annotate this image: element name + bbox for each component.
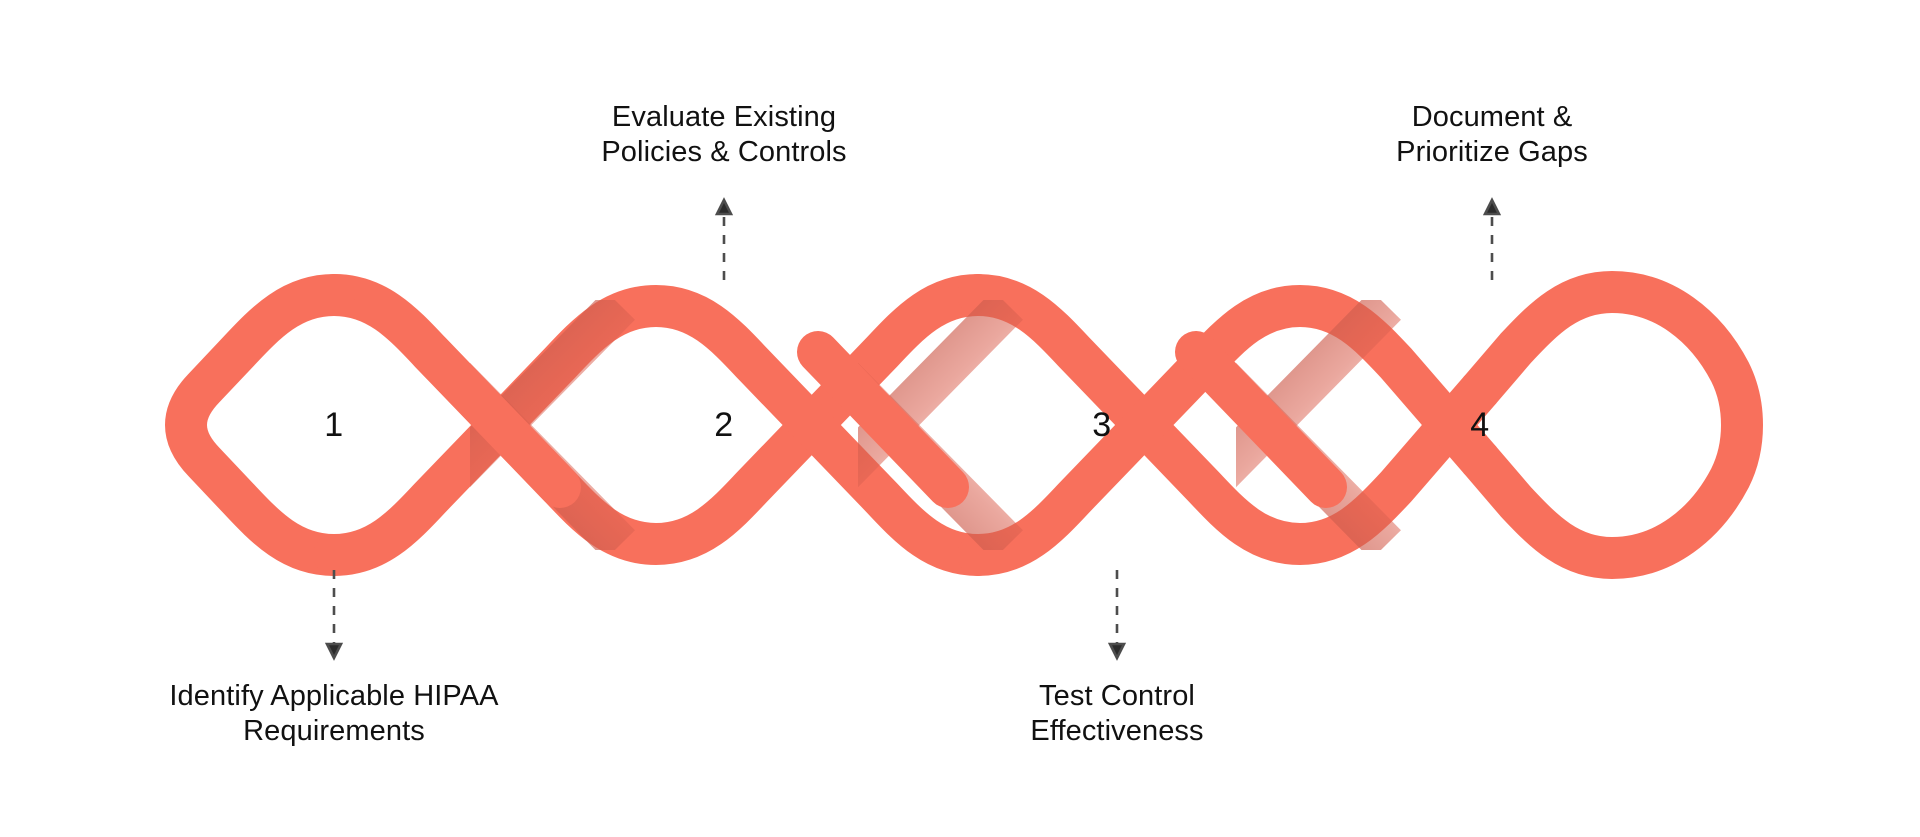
step-number-1: 1 <box>324 406 344 444</box>
arrow-head-step-1 <box>324 642 344 661</box>
step-number-3: 3 <box>1092 406 1112 444</box>
arrow-head-step-2 <box>714 197 734 216</box>
step-label-1: Identify Applicable HIPAA Requirements <box>169 680 499 748</box>
arrow-head-step-4 <box>1482 197 1502 216</box>
step-label-4: Document & Prioritize Gaps <box>1396 101 1588 169</box>
step-number-2: 2 <box>714 406 734 444</box>
step-label-2: Evaluate Existing Policies & Controls <box>601 101 847 169</box>
step-label-3: Test Control Effectiveness <box>1030 680 1204 748</box>
step-number-4: 4 <box>1470 406 1490 444</box>
arrow-head-step-3 <box>1107 642 1127 661</box>
